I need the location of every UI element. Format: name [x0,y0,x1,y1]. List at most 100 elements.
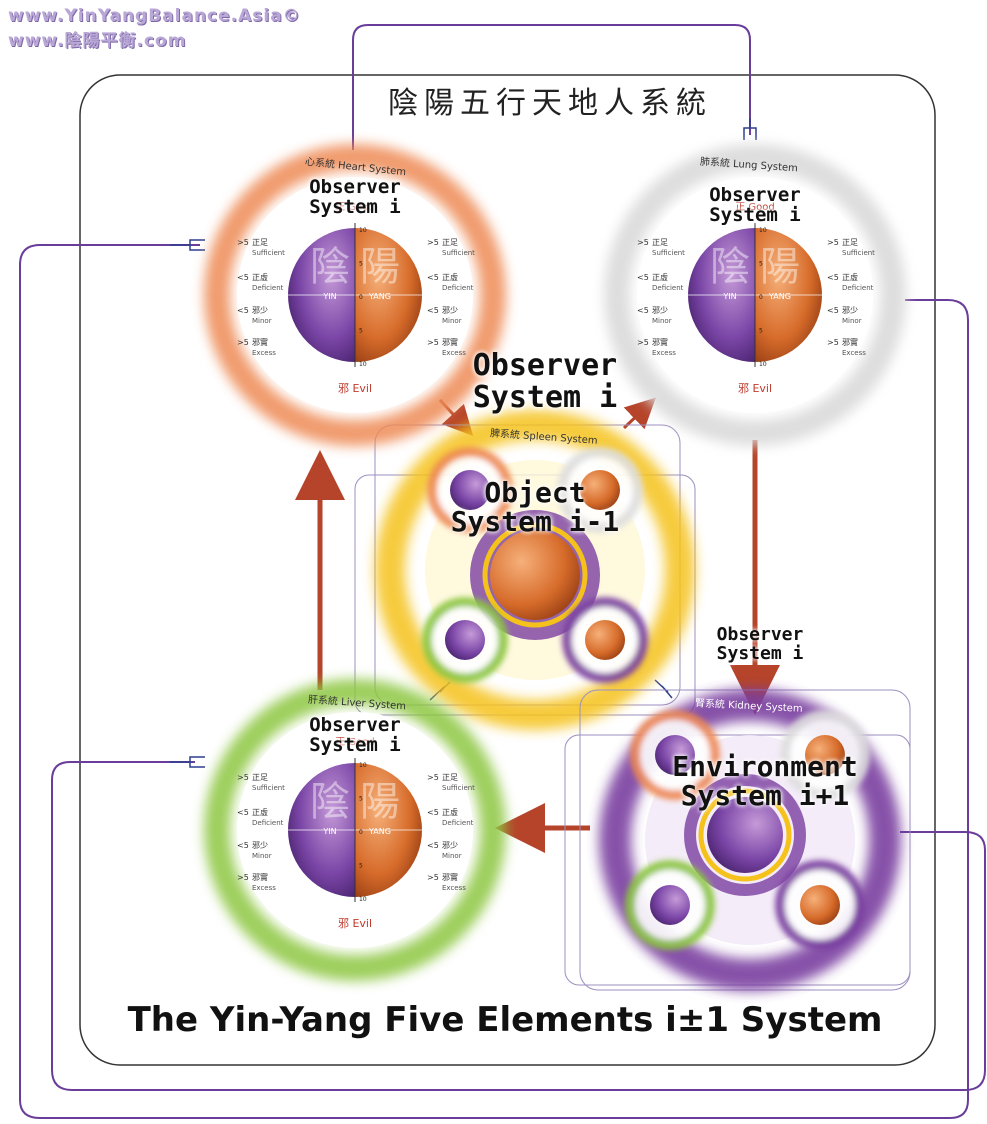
yang-character: 陽 [360,244,400,290]
scale-tick-label: 5 [759,261,763,268]
left-scale-num: >5 [237,238,249,247]
left-scale-en: Excess [252,349,276,357]
right-scale-en: Sufficient [842,249,875,257]
left-scale-num: <5 [237,808,249,817]
kidney-system-cluster [564,689,911,991]
watermark-url-cn: www.陰陽平衡.com [8,31,187,51]
right-scale-en: Excess [442,349,466,357]
yang-label: YANG [368,827,391,836]
left-scale-num: <5 [637,306,649,315]
left-scale-num: <5 [237,306,249,315]
yin-character: 陰 [710,244,750,290]
scale-tick-label: 5 [359,796,363,803]
dial-outer-ring [204,679,506,981]
left-scale-cn: 邪實 [252,872,268,882]
right-scale-en: Deficient [442,819,474,827]
right-scale-num: >5 [427,238,439,247]
right-scale-cn: 正足 [842,238,858,247]
bottom-title: The Yin-Yang Five Elements i±1 System [127,1000,883,1040]
scale-tick-label: 0 [359,829,363,836]
dial-outer-ring [604,144,906,446]
right-scale-num: <5 [427,808,439,817]
yang-character: 陽 [360,779,400,825]
right-scale-cn: 邪實 [842,337,858,347]
right-scale-cn: 邪少 [442,306,458,315]
right-scale-num: >5 [427,773,439,782]
scale-tick-label: 10 [359,361,367,368]
scale-tick-label: 5 [359,261,363,268]
left-scale-en: Deficient [252,819,284,827]
left-scale-cn: 正虛 [652,272,668,282]
evil-label: 邪 Evil [338,917,372,930]
left-scale-num: <5 [637,273,649,282]
right-scale-en: Deficient [842,284,874,292]
right-scale-en: Minor [442,317,462,325]
left-scale-en: Excess [652,349,676,357]
left-scale-num: <5 [237,273,249,282]
good-label: 正 Good [335,737,375,748]
scale-tick-label: 0 [359,294,363,301]
left-scale-num: >5 [237,773,249,782]
good-label: 正 Good [335,202,375,213]
left-scale-cn: 邪少 [252,841,268,850]
left-scale-en: Minor [652,317,672,325]
right-scale-cn: 正足 [442,238,458,247]
scale-tick-label: 5 [359,328,363,335]
right-scale-num: <5 [827,273,839,282]
yin-label: YIN [722,292,736,301]
left-scale-en: Excess [252,884,276,892]
right-scale-num: <5 [427,306,439,315]
right-scale-en: Minor [442,852,462,860]
left-scale-cn: 正足 [252,238,268,247]
right-scale-cn: 邪少 [442,841,458,850]
right-scale-cn: 邪實 [442,337,458,347]
yin-character: 陰 [310,779,350,825]
left-scale-cn: 正足 [652,238,668,247]
dial-outer-ring [204,144,506,446]
connector-lines [19,24,986,1119]
right-scale-num: <5 [827,306,839,315]
left-scale-en: Deficient [252,284,284,292]
left-scale-num: >5 [237,873,249,882]
yang-label: YANG [768,292,791,301]
left-scale-cn: 正虛 [252,272,268,282]
scale-tick-label: 5 [359,863,363,870]
right-scale-num: >5 [827,338,839,347]
right-scale-num: >5 [427,338,439,347]
right-scale-en: Sufficient [442,784,475,792]
evil-label: 邪 Evil [738,382,772,395]
scale-tick-label: 10 [359,896,367,903]
yin-label: YIN [322,827,336,836]
spleen-system-cluster [354,410,696,730]
scale-tick-label: 10 [759,361,767,368]
right-scale-en: Excess [842,349,866,357]
left-scale-cn: 邪實 [252,337,268,347]
left-scale-en: Sufficient [252,249,285,257]
right-scale-en: Deficient [442,284,474,292]
scale-tick-label: 5 [759,328,763,335]
left-scale-num: >5 [637,238,649,247]
right-scale-en: Minor [842,317,862,325]
left-scale-en: Sufficient [652,249,685,257]
left-scale-en: Deficient [652,284,684,292]
right-scale-cn: 正虛 [442,807,458,817]
good-label: 正 Good [735,202,775,213]
scale-tick-label: 0 [759,294,763,301]
left-scale-en: Minor [252,317,272,325]
evil-label: 邪 Evil [338,382,372,395]
right-scale-cn: 邪實 [442,872,458,882]
left-scale-en: Sufficient [252,784,285,792]
right-scale-num: <5 [427,841,439,850]
yang-character: 陽 [760,244,800,290]
yang-label: YANG [368,292,391,301]
left-scale-cn: 邪實 [652,337,668,347]
left-scale-num: <5 [237,841,249,850]
scale-tick-label: 10 [359,227,367,234]
